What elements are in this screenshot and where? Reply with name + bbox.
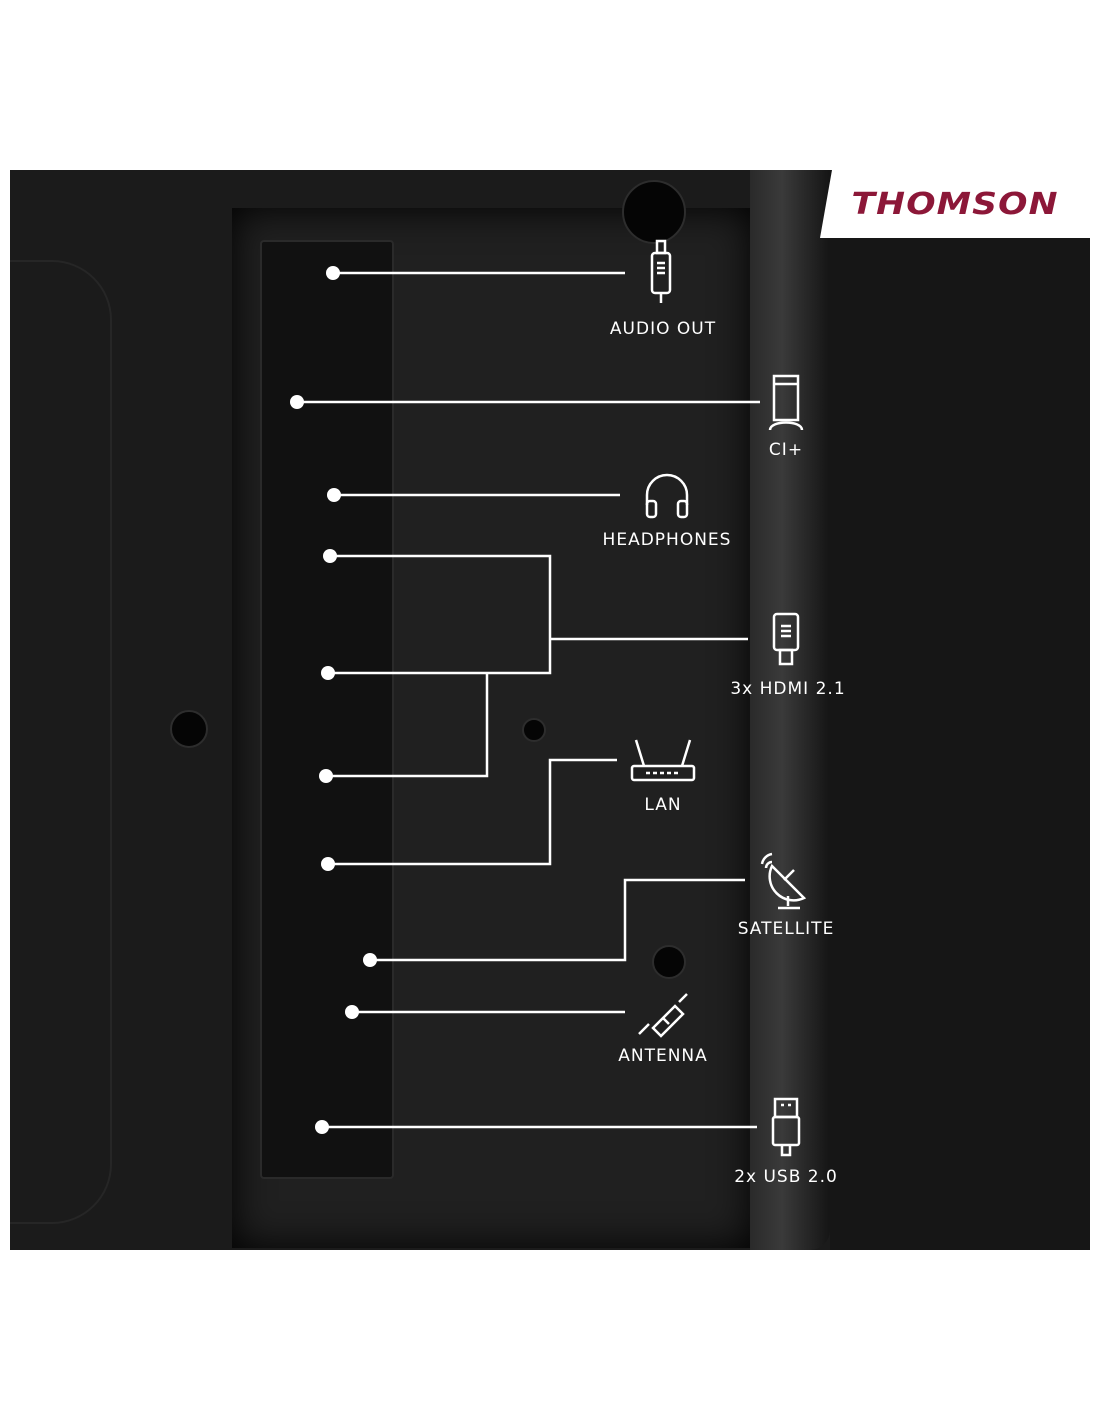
tv-rear-photo xyxy=(10,170,1090,1250)
screw xyxy=(652,945,686,979)
coax-plug-icon xyxy=(638,993,688,1038)
optical-cable-icon xyxy=(650,239,672,303)
label-satellite: SATELLITE xyxy=(737,919,835,939)
tv-back-right xyxy=(830,170,1090,1250)
satellite-dish-icon xyxy=(760,852,807,910)
router-icon xyxy=(630,739,696,782)
brand-banner: THOMSON xyxy=(820,170,1090,238)
ci-card-icon xyxy=(768,374,804,431)
label-antenna: ANTENNA xyxy=(618,1046,708,1066)
tv-bezel xyxy=(750,170,830,1250)
hdmi-plug-icon xyxy=(772,612,800,666)
label-headphones: HEADPHONES xyxy=(602,530,732,550)
screw-hole xyxy=(170,710,208,748)
label-audio-out: AUDIO OUT xyxy=(609,319,717,339)
screw-hole xyxy=(522,718,546,742)
rear-cover-edge xyxy=(10,260,112,1224)
label-lan: LAN xyxy=(644,795,682,815)
mount-hole xyxy=(622,180,686,244)
usb-plug-icon xyxy=(771,1097,801,1157)
brand-logo: THOMSON xyxy=(851,186,1059,222)
label-usb: 2x USB 2.0 xyxy=(734,1167,838,1187)
label-ci-plus: CI+ xyxy=(768,440,804,460)
port-strip xyxy=(260,240,394,1179)
headphones-icon xyxy=(645,473,689,519)
label-hdmi: 3x HDMI 2.1 xyxy=(730,679,846,699)
